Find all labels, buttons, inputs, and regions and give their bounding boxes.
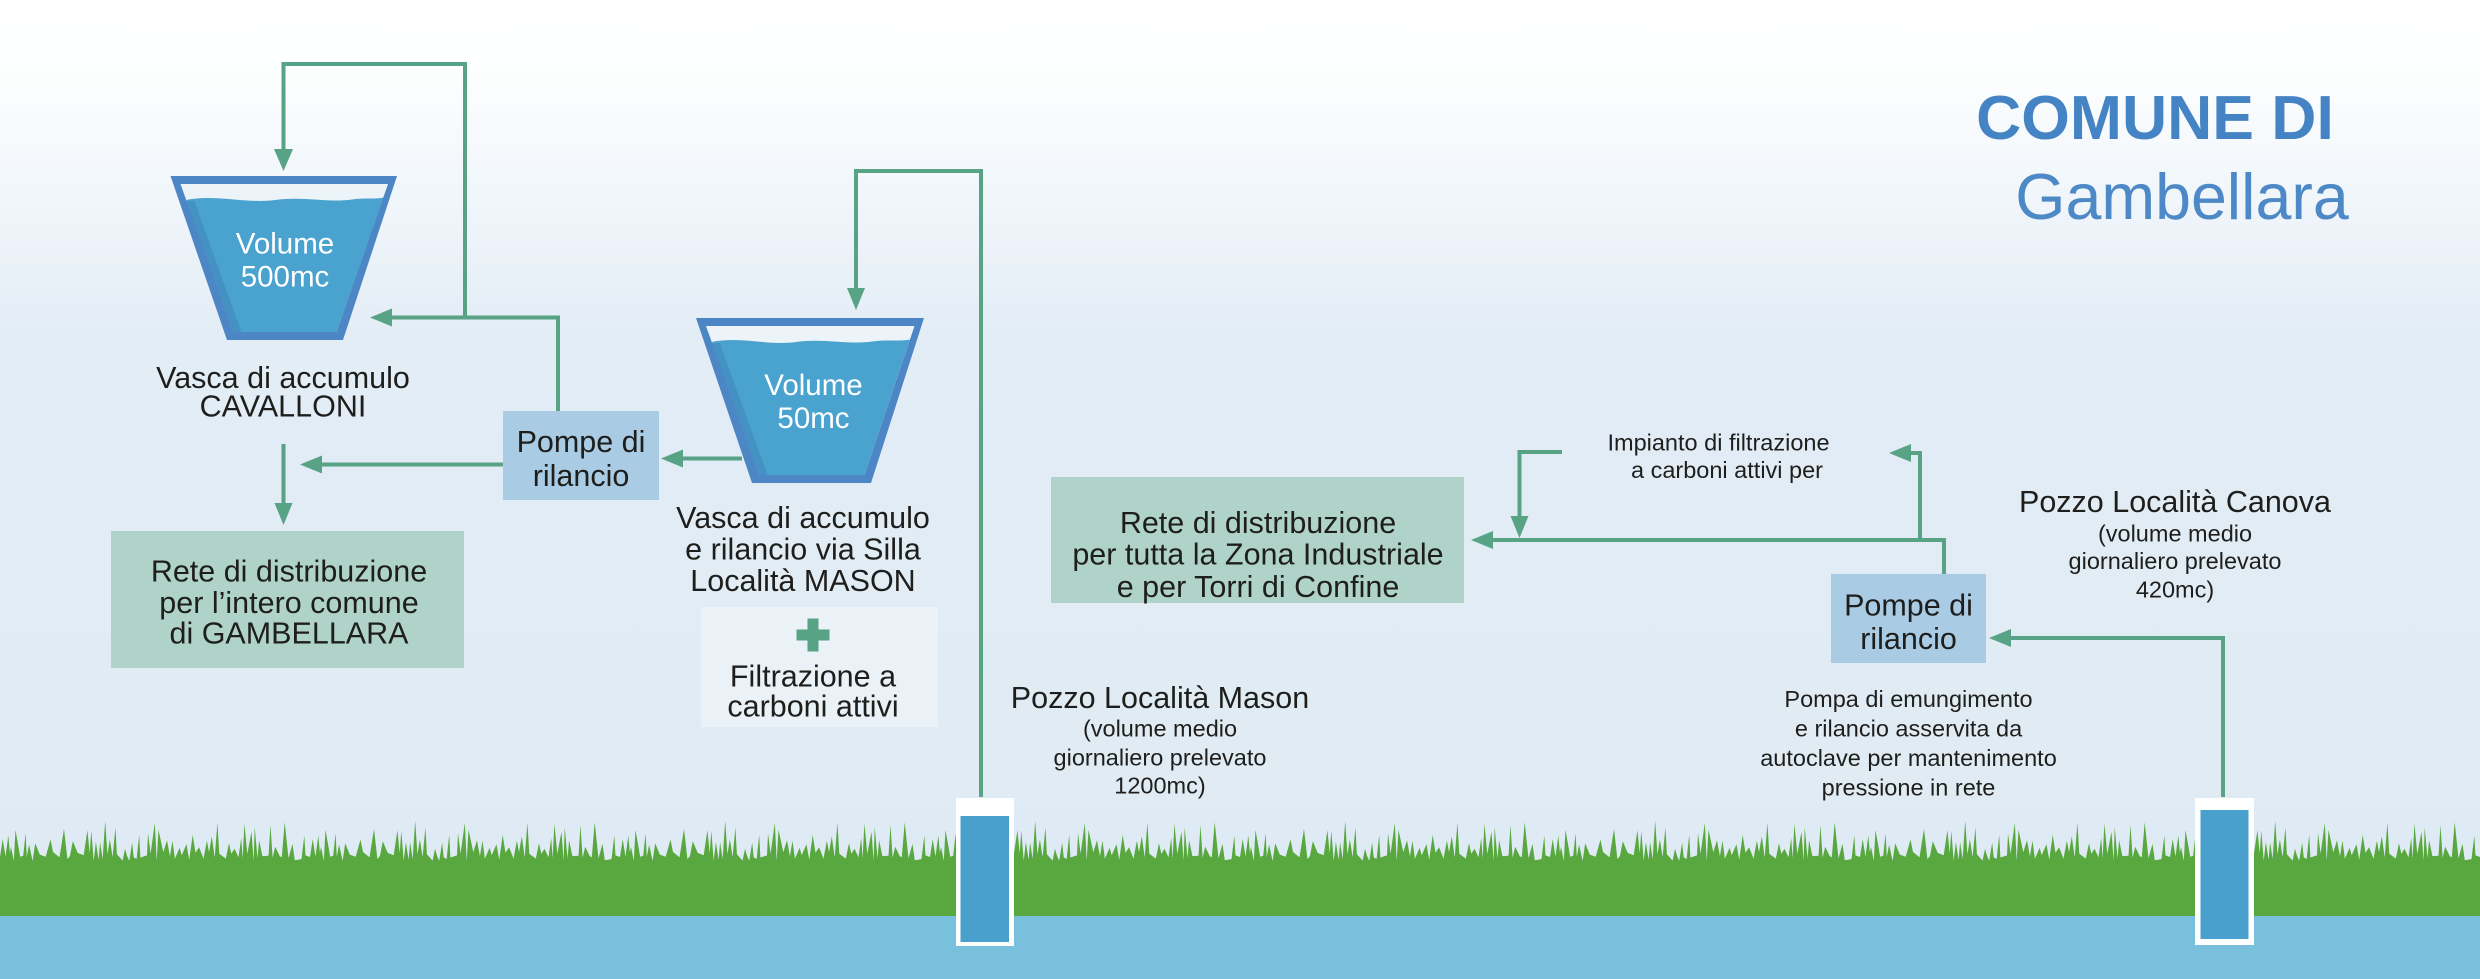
svg-text:500mc: 500mc [241,261,330,294]
svg-text:per l’intero comune: per l’intero comune [159,586,418,620]
svg-text:pressione in rete: pressione in rete [1822,775,1996,801]
svg-text:rilancio: rilancio [1860,622,1957,656]
svg-text:Volume: Volume [764,369,862,402]
svg-text:Pozzo Località Canova: Pozzo Località Canova [2019,485,2331,519]
svg-text:carboni attivi: carboni attivi [727,689,898,723]
svg-text:Località MASON: Località MASON [690,564,915,598]
svg-text:CAVALLONI: CAVALLONI [200,389,367,423]
svg-text:giornaliero prelevato: giornaliero prelevato [1054,745,1267,771]
svg-text:Vasca di accumulo: Vasca di accumulo [156,361,410,395]
svg-text:di GAMBELLARA: di GAMBELLARA [169,616,409,650]
svg-text:(volume medio: (volume medio [1083,716,1237,742]
svg-text:e rilancio via Silla: e rilancio via Silla [685,532,921,566]
svg-text:1200mc): 1200mc) [1114,773,1205,799]
svg-text:autoclave per mantenimento: autoclave per mantenimento [1760,745,2057,771]
svg-text:420mc): 420mc) [2136,577,2214,603]
svg-text:50mc: 50mc [777,402,849,435]
svg-text:Rete di distribuzione: Rete di distribuzione [1120,506,1396,540]
svg-text:Rete di distribuzione: Rete di distribuzione [151,554,427,588]
svg-text:Pompe di: Pompe di [517,425,646,459]
svg-text:Pozzo Località Mason: Pozzo Località Mason [1011,681,1309,715]
svg-text:per tutta la Zona Industriale: per tutta la Zona Industriale [1072,537,1443,571]
svg-text:giornaliero prelevato: giornaliero prelevato [2069,548,2282,574]
svg-text:Pompa di emungimento: Pompa di emungimento [1784,686,2032,712]
svg-text:Impianto di filtrazione: Impianto di filtrazione [1607,430,1829,456]
svg-text:e rilancio asservita da: e rilancio asservita da [1795,716,2023,742]
svg-text:Volume: Volume [236,228,334,261]
svg-text:rilancio: rilancio [533,459,630,493]
svg-text:e per Torri di Confine: e per Torri di Confine [1117,570,1400,604]
svg-text:Gambellara: Gambellara [2015,161,2349,233]
svg-text:Vasca di accumulo: Vasca di accumulo [676,501,930,535]
svg-text:Pompe di: Pompe di [1844,588,1973,622]
svg-text:COMUNE DI: COMUNE DI [1976,83,2334,153]
svg-text:a carboni attivi per: a carboni attivi per [1631,457,1823,483]
svg-text:Filtrazione a: Filtrazione a [730,659,896,693]
svg-text:(volume medio: (volume medio [2098,521,2252,547]
